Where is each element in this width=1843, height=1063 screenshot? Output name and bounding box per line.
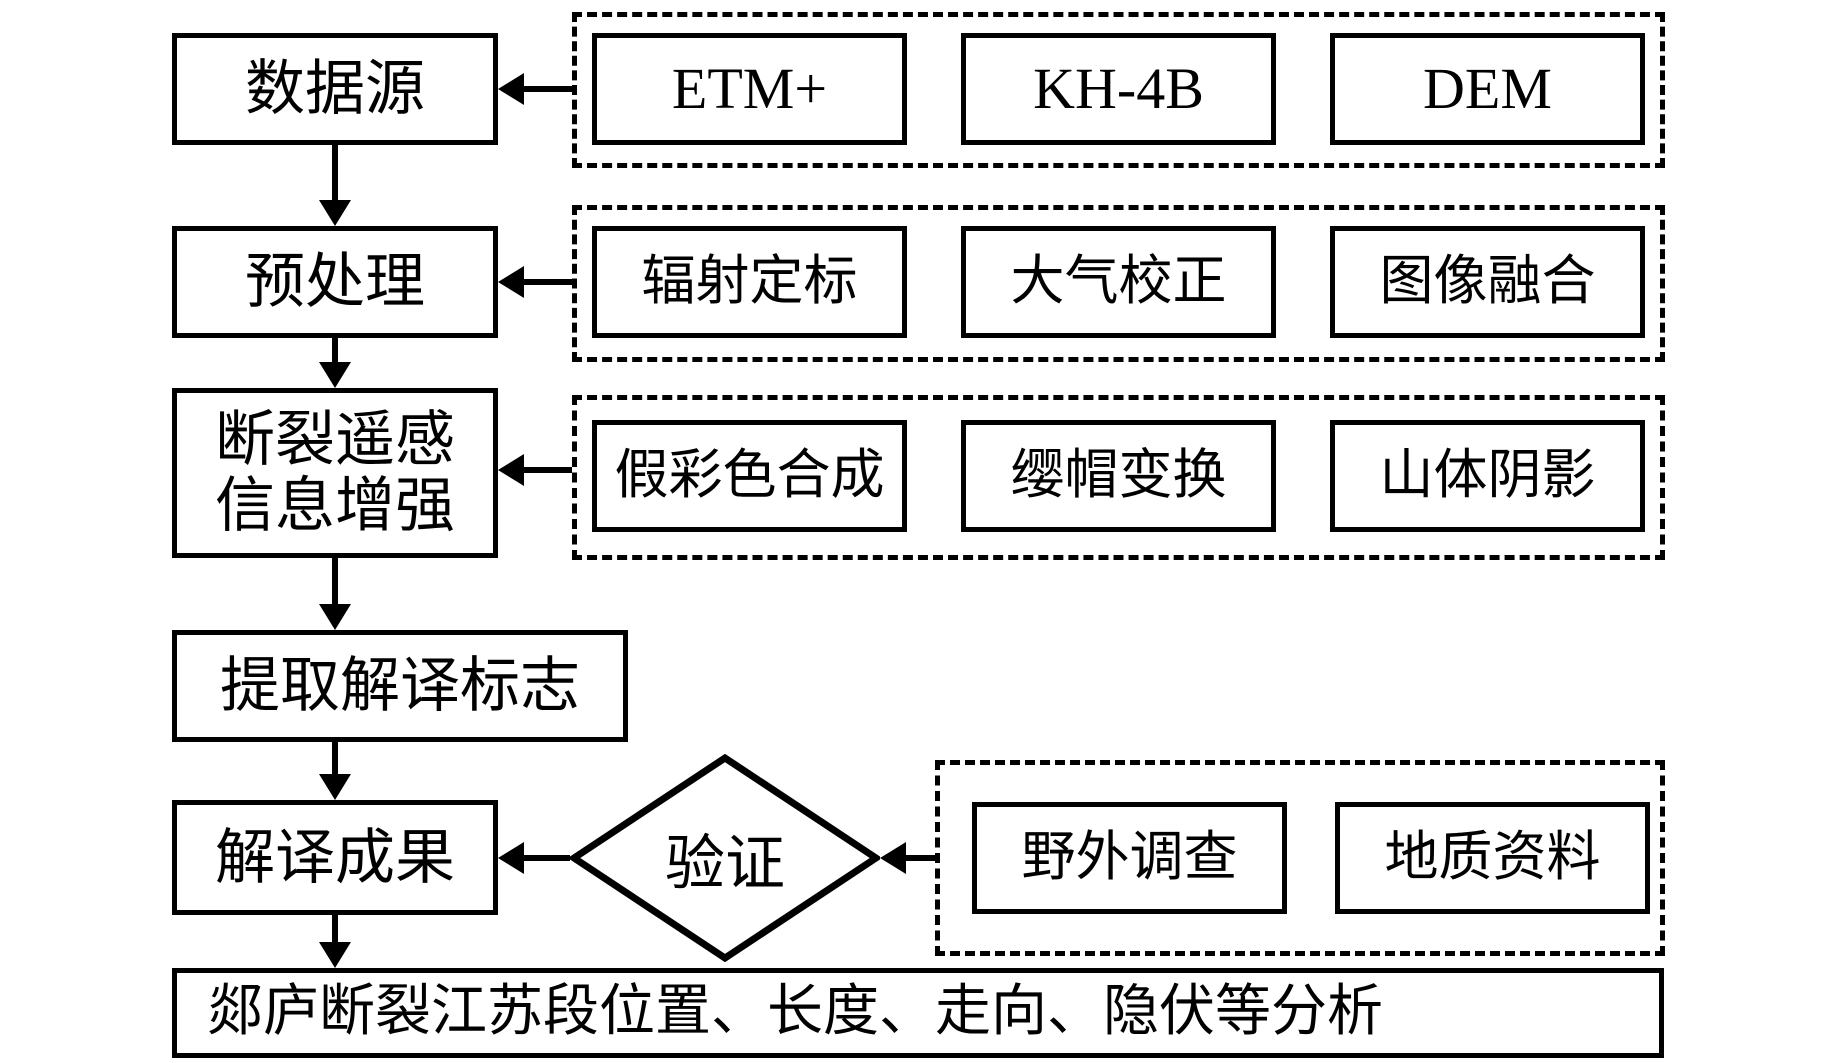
node-enhance-label-line1: 断裂遥感 — [215, 407, 455, 473]
group-preprocessing — [572, 205, 1665, 362]
item-tasseled-cap: 缨帽变换 — [961, 420, 1276, 532]
item-dem-label: DEM — [1423, 56, 1552, 122]
arrow-validation-to-verification — [880, 842, 935, 874]
arrow-datasource-to-preprocess — [319, 145, 351, 226]
item-false-color-composite-label: 假彩色合成 — [614, 445, 885, 506]
node-data-source-label: 数据源 — [245, 56, 425, 122]
arrow-extract-to-result — [319, 742, 351, 800]
item-tasseled-cap-label: 缨帽变换 — [1010, 445, 1227, 506]
item-hillshade-label: 山体阴影 — [1379, 445, 1596, 506]
node-preprocess-label: 预处理 — [245, 249, 425, 315]
arrow-methods-to-preprocess — [498, 266, 572, 298]
node-enhance-label-line2: 信息增强 — [215, 473, 455, 539]
node-preprocess: 预处理 — [172, 226, 498, 338]
item-kh4b: KH-4B — [961, 33, 1276, 145]
item-dem: DEM — [1330, 33, 1645, 145]
item-geological-data: 地质资料 — [1335, 802, 1650, 914]
item-kh4b-label: KH-4B — [1033, 56, 1204, 122]
decision-verification: 验证 — [570, 754, 880, 962]
item-atmospheric-correction-label: 大气校正 — [1010, 251, 1227, 312]
node-result: 解译成果 — [172, 800, 498, 915]
item-etm-label: ETM+ — [671, 56, 828, 122]
group-validation — [935, 760, 1665, 956]
node-enhance: 断裂遥感 信息增强 — [172, 388, 498, 558]
diamond-shape — [570, 754, 880, 962]
item-image-fusion-label: 图像融合 — [1379, 251, 1596, 312]
item-false-color-composite: 假彩色合成 — [592, 420, 907, 532]
arrow-sources-to-datasource — [498, 73, 572, 105]
node-extract: 提取解译标志 — [172, 630, 628, 742]
item-atmospheric-correction: 大气校正 — [961, 226, 1276, 338]
decision-verification-label: 验证 — [665, 830, 785, 897]
item-radiometric-calibration-label: 辐射定标 — [641, 251, 858, 312]
node-analysis: 郯庐断裂江苏段位置、长度、走向、隐伏等分析 — [172, 968, 1664, 1058]
node-analysis-label: 郯庐断裂江苏段位置、长度、走向、隐伏等分析 — [207, 981, 1383, 1044]
arrow-result-to-analysis — [319, 915, 351, 968]
arrow-enhance-to-extract — [319, 558, 351, 630]
node-result-label: 解译成果 — [215, 824, 455, 891]
group-enhancement — [572, 395, 1665, 560]
item-geological-data-label: 地质资料 — [1384, 827, 1601, 888]
node-data-source: 数据源 — [172, 33, 498, 145]
arrow-verification-to-result — [498, 842, 570, 874]
item-radiometric-calibration: 辐射定标 — [592, 226, 907, 338]
group-data-sources — [572, 12, 1665, 168]
item-image-fusion: 图像融合 — [1330, 226, 1645, 338]
arrow-preprocess-to-enhance — [319, 338, 351, 388]
item-etm: ETM+ — [592, 33, 907, 145]
item-field-survey-label: 野外调查 — [1021, 827, 1238, 888]
item-field-survey: 野外调查 — [972, 802, 1287, 914]
arrow-methods-to-enhance — [498, 454, 572, 486]
node-extract-label: 提取解译标志 — [220, 653, 580, 719]
item-hillshade: 山体阴影 — [1330, 420, 1645, 532]
